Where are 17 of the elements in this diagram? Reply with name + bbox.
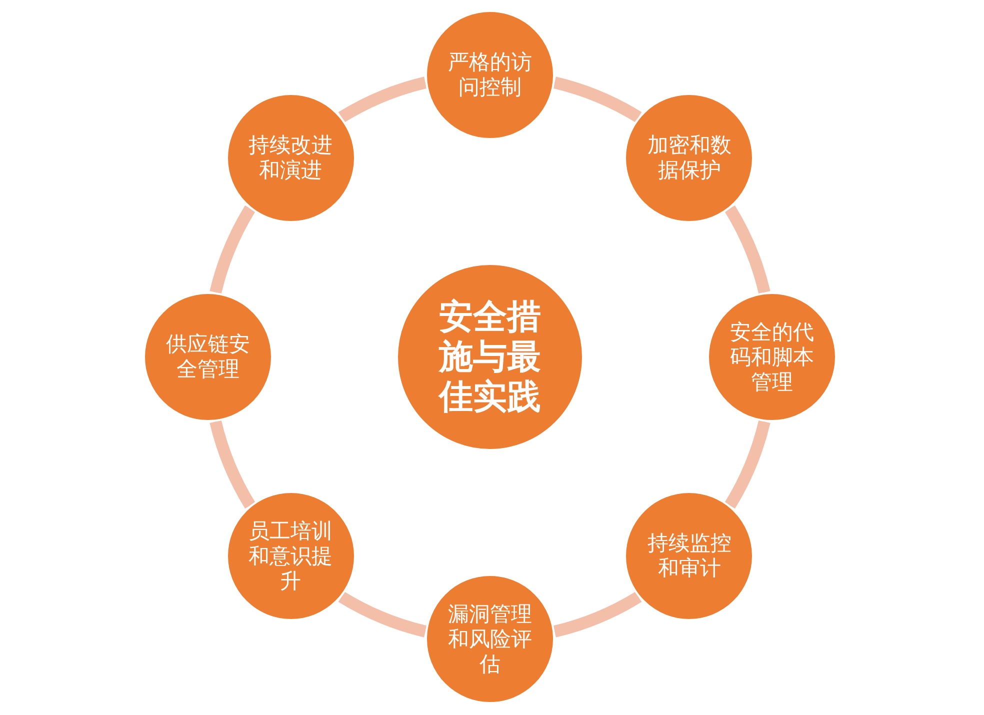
topic-label: 员工培训和意识提升	[248, 518, 334, 594]
ring-connector	[553, 592, 642, 638]
central-title: 安全措施与最佳实践	[437, 297, 542, 417]
topic-label: 严格的访问控制	[446, 50, 533, 100]
ring-connector	[338, 76, 427, 122]
ring-connector	[724, 420, 770, 508]
ring-connector	[210, 420, 256, 508]
ring-connector	[724, 206, 770, 294]
ring-connector	[553, 76, 642, 122]
topic-label: 持续改进和演进	[248, 132, 334, 183]
topic-label: 漏洞管理和风险评估	[446, 602, 533, 676]
ring-connector	[338, 592, 427, 638]
topic-label: 加密和数据保护	[646, 132, 732, 183]
topic-label: 持续监控和审计	[646, 531, 732, 582]
topic-label: 安全的代码和脚本管理	[728, 320, 815, 394]
topic-label: 供应链安全管理	[164, 332, 251, 382]
ring-connector	[210, 206, 256, 294]
